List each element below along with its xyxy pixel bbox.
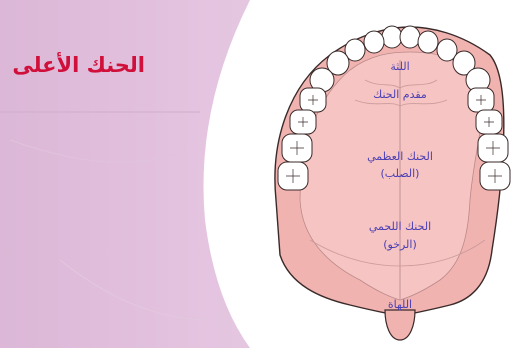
- tooth: [364, 31, 384, 53]
- tooth: [418, 31, 438, 53]
- tooth: [400, 26, 420, 48]
- label-uvula: اللهاة: [360, 298, 440, 311]
- uvula: [385, 310, 415, 340]
- label-gum: اللثة: [360, 60, 440, 73]
- label-hard-palate-sub: (الصلب): [345, 167, 455, 180]
- label-soft-palate-sub: (الرخو): [345, 238, 455, 251]
- label-front-palate: مقدم الحنك: [350, 88, 450, 101]
- label-hard-palate: الحنك العظمي: [345, 150, 455, 163]
- tooth: [382, 26, 402, 48]
- label-soft-palate: الحنك اللحمي: [345, 220, 455, 233]
